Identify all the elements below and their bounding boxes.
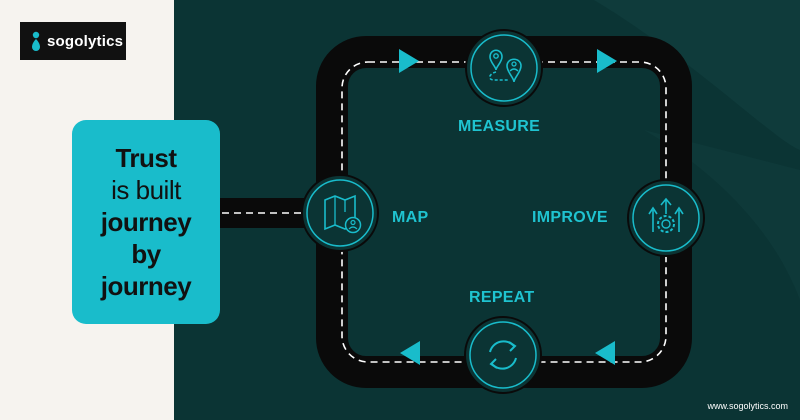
arrow-left-bottom-right (595, 341, 615, 365)
improve-label: IMPROVE (532, 209, 608, 226)
background-decoration (594, 0, 800, 300)
sogolytics-logo-icon (32, 31, 40, 51)
map-pins-route-icon (465, 29, 543, 107)
headline-line-1: Trust (115, 143, 177, 173)
measure-label: MEASURE (458, 118, 541, 135)
headline-line-4: by (131, 239, 161, 269)
logo[interactable]: sogolytics (20, 22, 126, 60)
arrow-left-bottom-left (400, 341, 420, 365)
folded-map-person-icon (301, 174, 379, 252)
headline-card: Trust is built journey by journey (72, 120, 220, 324)
cycle-arrows-icon (464, 316, 542, 394)
headline-line-3: journey (100, 207, 192, 237)
arrow-right-top-right (597, 49, 617, 73)
website-link[interactable]: www.sogolytics.com (707, 401, 788, 411)
arrow-right-top-left (399, 49, 419, 73)
headline-line-2: is built (111, 175, 181, 205)
headline-line-5: journey (100, 271, 192, 301)
logo-text: sogolytics (47, 32, 124, 50)
map-label: MAP (392, 209, 429, 226)
gear-arrows-up-icon (627, 179, 705, 257)
repeat-label: REPEAT (469, 289, 535, 306)
